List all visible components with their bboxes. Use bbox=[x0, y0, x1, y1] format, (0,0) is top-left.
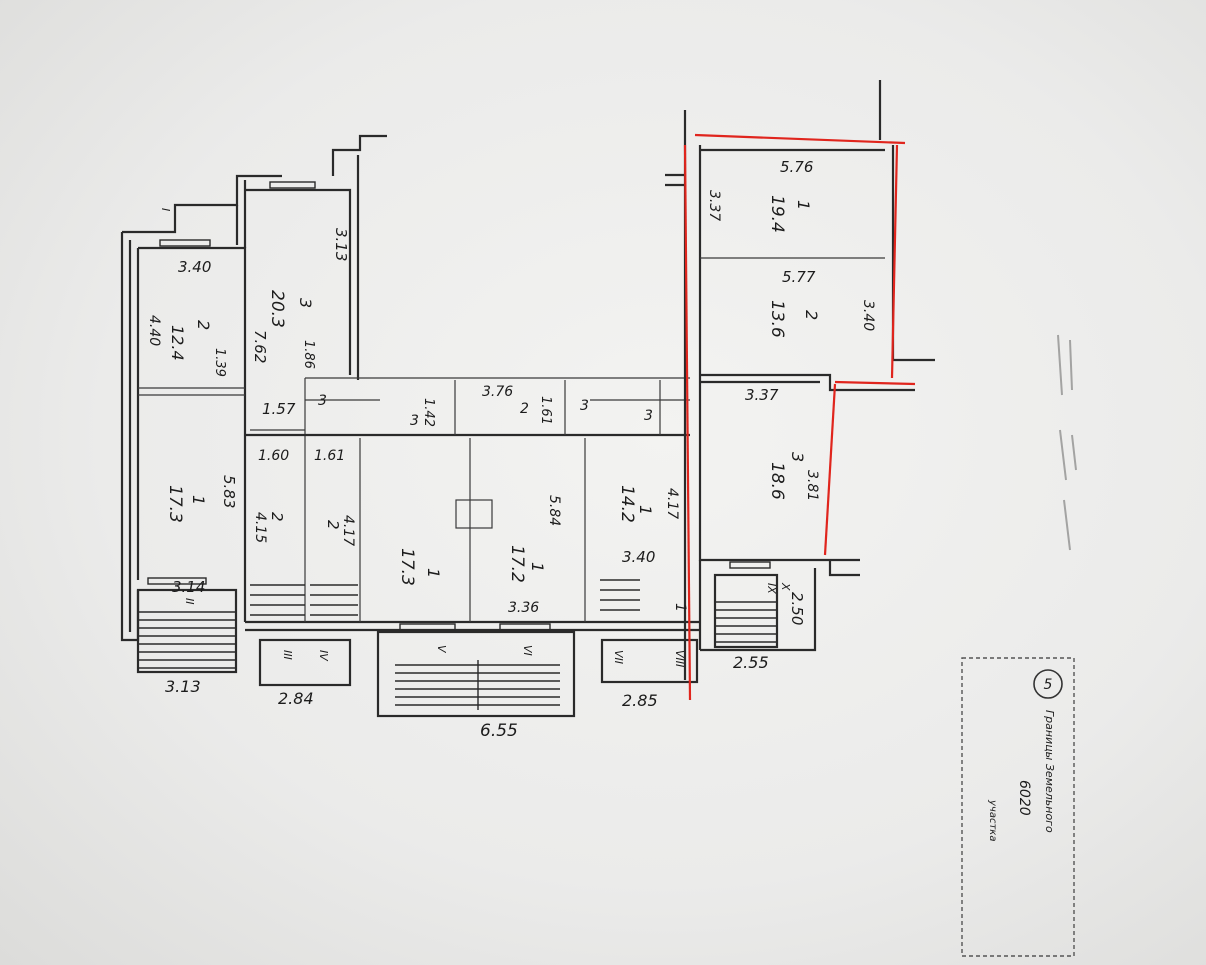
section-marks: I II III IV V VI VII VIII IX X bbox=[159, 208, 792, 667]
stair-dimensions: 3.13 2.84 6.55 2.85 2.55 2.50 bbox=[165, 592, 806, 741]
room-area: 14.2 bbox=[617, 485, 637, 523]
dim-label: 3.37 bbox=[745, 386, 779, 404]
room-number: 3 bbox=[410, 413, 419, 429]
room-area: 13.6 bbox=[767, 300, 787, 338]
room-number: 3 bbox=[296, 298, 315, 308]
section-mark: VII bbox=[612, 650, 625, 664]
boundary-stamp: 5 Границы Земельного 6020 участка bbox=[961, 657, 1075, 957]
section-mark: VI bbox=[521, 645, 534, 656]
dim-label: 3.37 bbox=[706, 190, 722, 221]
dim-label: 3.81 bbox=[804, 470, 820, 501]
dim-label: 3.13 bbox=[165, 677, 201, 696]
dim-label: 1.61 bbox=[314, 448, 345, 464]
stamp-text: 6020 bbox=[1016, 780, 1032, 816]
section-mark: V bbox=[435, 645, 448, 654]
room-number: 2 bbox=[520, 401, 529, 417]
room-number: 1 bbox=[189, 495, 208, 505]
stairs bbox=[136, 499, 779, 718]
room-number: 3 bbox=[788, 452, 807, 462]
section-mark: X bbox=[779, 582, 792, 591]
dim-label: 1.39 bbox=[212, 348, 227, 377]
room-area: 17.3 bbox=[397, 548, 417, 586]
room-area: 18.6 bbox=[767, 462, 787, 500]
room-area: 19.4 bbox=[767, 195, 787, 233]
windows bbox=[147, 181, 771, 631]
stamp-text: участка bbox=[987, 799, 998, 841]
section-mark: IV bbox=[317, 650, 330, 662]
dim-label: 3.14 bbox=[172, 578, 205, 596]
section-mark: II bbox=[183, 598, 196, 605]
dim-label: 1.60 bbox=[258, 448, 289, 464]
dim-label: 3.40 bbox=[622, 548, 655, 566]
dim-label: 5.83 bbox=[220, 475, 238, 508]
room-area: 17.3 bbox=[165, 485, 185, 523]
dim-label: 3.36 bbox=[508, 600, 539, 616]
room-area: 17.2 bbox=[507, 545, 527, 583]
dim-label: 1.61 bbox=[538, 396, 553, 425]
highlight-boundary bbox=[683, 133, 916, 701]
room-number: 1 bbox=[794, 200, 813, 210]
walls-left-block bbox=[120, 134, 700, 642]
room-number: 2 bbox=[802, 310, 821, 320]
dim-label: 3.76 bbox=[482, 384, 513, 400]
room-number: 3 bbox=[318, 393, 327, 409]
dim-label: 2.84 bbox=[278, 689, 314, 708]
section-mark: III bbox=[281, 650, 294, 660]
dim-label: 2.55 bbox=[733, 653, 769, 672]
section-mark: I bbox=[159, 208, 172, 211]
section-mark: VIII bbox=[673, 650, 686, 667]
stamp-badge-icon bbox=[1033, 669, 1063, 699]
dim-label: 3.40 bbox=[860, 300, 876, 331]
section-mark: IX bbox=[765, 583, 778, 594]
dim-label: 5.77 bbox=[782, 268, 816, 286]
dim-label: 1.57 bbox=[262, 400, 296, 418]
margin-note bbox=[1057, 334, 1077, 551]
dim-label: 1.42 bbox=[421, 398, 436, 427]
room-area: 20.3 bbox=[267, 290, 287, 328]
room-number: 1 bbox=[672, 603, 688, 612]
room-area: 12.4 bbox=[168, 325, 187, 361]
dim-label: 5.76 bbox=[780, 158, 813, 176]
room-number: 3 bbox=[580, 398, 589, 414]
dim-label: 5.84 bbox=[546, 495, 562, 526]
room-number: 2 bbox=[268, 512, 286, 522]
dim-label: 1.86 bbox=[301, 340, 316, 369]
dim-label: 3.40 bbox=[178, 258, 211, 276]
dim-label: 4.17 bbox=[340, 515, 356, 546]
room-number: 2 bbox=[324, 520, 342, 530]
dim-label: 4.17 bbox=[664, 488, 680, 519]
room-labels: 3.40 12.4 2 4.40 1.39 17.3 1 5.83 3.14 3… bbox=[146, 158, 876, 616]
dim-label: 2.50 bbox=[788, 592, 806, 625]
stamp-badge: 5 bbox=[1044, 677, 1053, 693]
room-number: 2 bbox=[194, 320, 213, 330]
stamp-text: Границы Земельного bbox=[1043, 710, 1056, 833]
dim-label: 7.62 bbox=[251, 330, 269, 363]
room-number: 1 bbox=[528, 562, 547, 572]
dim-label: 4.15 bbox=[252, 512, 268, 543]
room-number: 1 bbox=[636, 505, 655, 515]
room-number: 1 bbox=[424, 568, 443, 578]
room-number: 3 bbox=[644, 408, 653, 424]
dim-label: 2.85 bbox=[622, 691, 658, 710]
dim-label: 6.55 bbox=[480, 721, 518, 741]
dim-label: 3.13 bbox=[332, 228, 350, 261]
dim-label: 4.40 bbox=[146, 315, 162, 346]
